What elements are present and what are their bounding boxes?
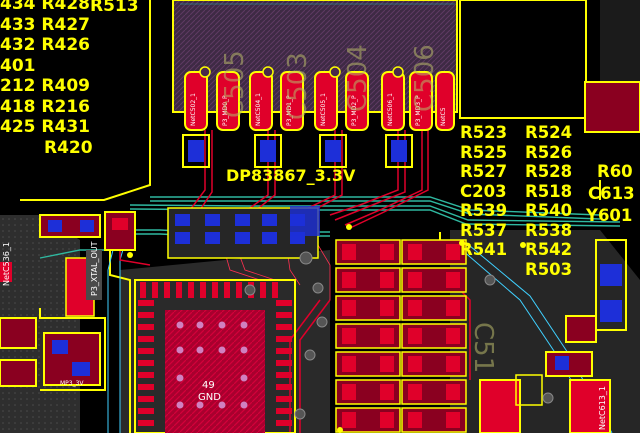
designator-label: R60 (597, 162, 633, 181)
pin-pad (435, 71, 455, 131)
pin-label: NetC504_1 (255, 93, 262, 126)
designator-label: 432 R426 (0, 35, 90, 55)
net-label-dp83867: DP83867_3.3V (226, 166, 356, 185)
designator-r513: R513 (90, 0, 139, 16)
designator-label: R537 (460, 220, 508, 240)
designator-label: R503 (525, 259, 573, 279)
designator-label: 433 R427 (0, 14, 90, 35)
designator-label: R526 (525, 142, 573, 162)
pin-pad (216, 71, 240, 131)
resistor-bank (335, 239, 467, 433)
designator-label: R540 (525, 201, 573, 220)
phy-ic-outline (134, 279, 296, 433)
designator-label: R542 (525, 240, 573, 259)
designator-label: R541 (460, 240, 508, 259)
designator-label: R538 (525, 220, 573, 240)
designator-label: R525 (460, 142, 508, 162)
pad-net-name: GND (198, 392, 221, 403)
designator-label: 418 R216 (0, 96, 90, 117)
ghost-designator: C503 (283, 52, 313, 120)
pin-pad (249, 71, 273, 131)
designator-label: C613 (588, 184, 635, 203)
connector-pins (184, 71, 455, 131)
right-designator-column-1: R523 R525 R527 C203 R539 R537 R541 (460, 123, 507, 260)
designator-label: R524 (525, 123, 573, 142)
pin-label: NetC506_1 (387, 93, 394, 126)
pin-pad (184, 71, 208, 131)
designator-label: C203 (460, 181, 507, 201)
designator-label: R528 (525, 162, 573, 181)
designator-label: 401 (0, 55, 36, 76)
designator-label: 212 R409 (0, 76, 90, 96)
ghost-designator: C51 (468, 322, 498, 374)
designator-label: 434 R428 (0, 0, 90, 14)
exposed-pad-49 (165, 310, 265, 433)
left-designator-column: 434 R428 433 R427 432 R426 401 212 R409 … (0, 0, 93, 158)
pin-pad (345, 71, 369, 131)
designator-label: R518 (525, 181, 573, 201)
net-label-netc536: NetC536_1 (2, 242, 11, 286)
right-designator-column-2: R524 R526 R528 R518 R540 R538 R542 R503 (525, 123, 572, 279)
ghost-designator: C505 (220, 50, 250, 118)
net-label-mp3: MP3_3V (60, 380, 84, 387)
pad-number: 49 (202, 380, 215, 391)
designator-label: Y601 (586, 206, 633, 225)
resistor-array (167, 206, 320, 259)
designator-label: R539 (460, 201, 508, 220)
ghost-designator: C506 (410, 44, 440, 112)
pin-label: NetC5 (440, 107, 447, 126)
net-label-xtal: P3_XTAL_OUT (90, 241, 99, 297)
ghost-designator: C504 (343, 44, 373, 112)
bottom-caps (182, 134, 413, 168)
pin-pad (280, 71, 304, 131)
designator-label: R420 (44, 137, 93, 158)
pin-label: NetC502_1 (190, 93, 197, 126)
pin-pad (409, 71, 433, 131)
pin-pad (314, 71, 338, 131)
net-label-netc613: NetC613_1 (598, 386, 607, 430)
designator-label: R527 (460, 162, 508, 181)
designator-label: R523 (460, 123, 508, 142)
designator-label: 425 R431 (0, 117, 90, 137)
pin-label: NetC505_1 (320, 93, 327, 126)
